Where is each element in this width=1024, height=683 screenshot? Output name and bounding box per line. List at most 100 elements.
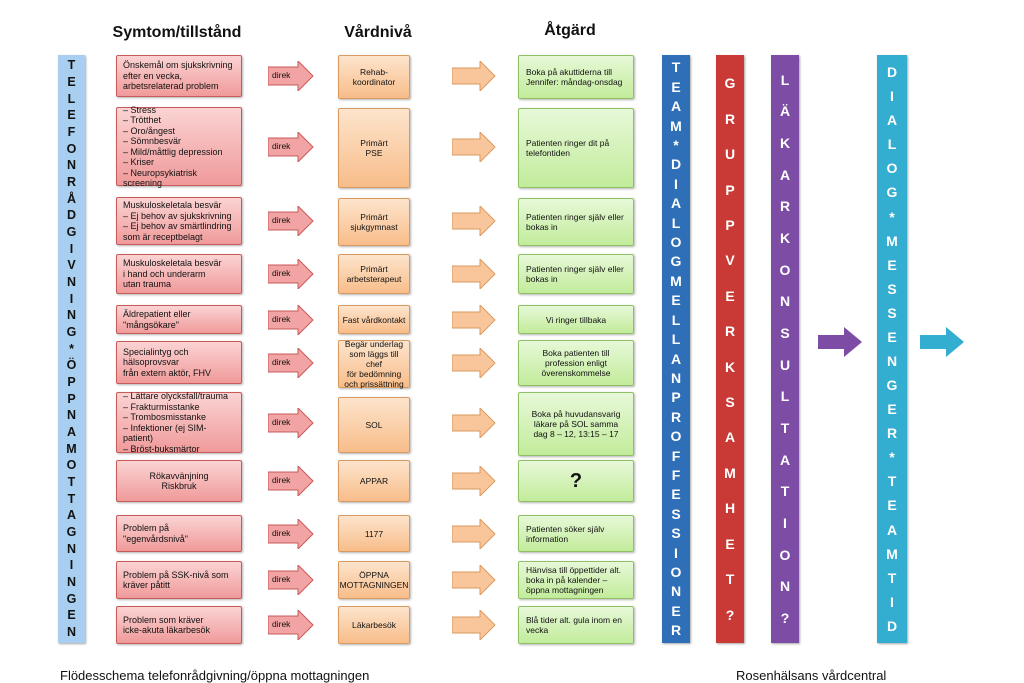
bar-letter: F xyxy=(671,466,681,483)
bar-letter: A xyxy=(724,429,736,446)
bar-letter: N xyxy=(66,408,77,423)
bar-letter: G xyxy=(66,324,77,339)
bar-letter: T xyxy=(887,473,897,490)
action-box: Boka på huvudansvarig läkare på SOL samm… xyxy=(518,392,634,456)
bar-letter: * xyxy=(889,449,895,466)
bar-letter: Å xyxy=(66,191,77,206)
care-level-box: SOL xyxy=(338,397,410,453)
symptom-line: – Ej behov av sjukskrivning xyxy=(123,210,232,221)
bar-letter: U xyxy=(724,146,736,163)
bar-letter: V xyxy=(725,252,735,269)
bar-letter: F xyxy=(67,124,76,139)
bar-letter: M xyxy=(724,464,736,481)
direct-arrow: direk xyxy=(268,565,314,595)
care-level-box: Läkarbesök xyxy=(338,606,410,644)
bar-letter: V xyxy=(67,258,76,273)
bar-letter: G xyxy=(66,224,77,239)
bar-letter: K xyxy=(779,135,791,152)
bar-letter: P xyxy=(671,389,681,406)
bar-letter: A xyxy=(779,451,791,468)
bar-letter: E xyxy=(725,535,735,552)
symptom-line: – Bröst-buksmärtor xyxy=(123,443,200,454)
symptom-line: Önskemål om sjukskrivning xyxy=(123,60,233,71)
bar-letter: S xyxy=(780,325,790,342)
bar-letter: N xyxy=(779,293,791,310)
direct-label: direk xyxy=(272,356,291,367)
bar-letter: M xyxy=(670,272,682,289)
symptom-line: Muskuloskeletala besvär xyxy=(123,258,222,269)
bar-letter: T xyxy=(67,58,76,73)
direct-arrow: direk xyxy=(268,518,314,549)
symptom-line: som är receptbelagt xyxy=(123,231,203,242)
bar-letter: N xyxy=(886,353,898,370)
bar-letter: T xyxy=(725,571,735,588)
arrow-icon xyxy=(451,406,496,439)
direct-label: direk xyxy=(272,574,291,584)
direct-label: direk xyxy=(272,268,291,278)
symptom-line: kräver påtitt xyxy=(123,580,171,590)
care-level-box: ÖPPNA MOTTAGNINGEN xyxy=(338,561,410,599)
action-box: ? xyxy=(518,460,634,502)
bar-letter: O xyxy=(779,261,791,278)
symptom-line: – Ej behov av smärtlindring xyxy=(123,221,232,231)
bar-letter: R xyxy=(886,425,898,442)
action-box: Vi ringer tillbaka xyxy=(518,305,634,334)
bar-letter: E xyxy=(67,608,76,623)
bar-letter: U xyxy=(779,356,791,373)
bar-letter: O xyxy=(66,141,77,156)
bar-letter: E xyxy=(887,401,897,418)
bar-letter: F xyxy=(671,447,681,464)
bar-letter: S xyxy=(671,525,681,542)
header-symptom: Symtom/tillstånd xyxy=(112,24,242,41)
arrow-icon xyxy=(451,303,496,336)
bar-letter: N xyxy=(66,625,77,640)
bar-letter: S xyxy=(887,280,897,297)
bar-letter: T xyxy=(780,420,790,437)
direct-label: direk xyxy=(272,527,291,538)
bar-letter: L xyxy=(780,71,790,88)
symptom-line: Problem på SSK-nivå som xyxy=(123,569,229,580)
bar-letter: G xyxy=(66,591,77,606)
bar-letter: ? xyxy=(780,610,790,627)
bar-letter: M xyxy=(66,441,77,456)
bar-letter: L xyxy=(671,214,681,231)
bar-letter: E xyxy=(725,287,735,304)
arrow-icon xyxy=(451,517,496,550)
bar-letter: A xyxy=(670,350,682,367)
symptom-line: utan trauma xyxy=(123,279,172,290)
footer-right: Rosenhälsans vårdcentral xyxy=(736,668,887,683)
bar-letter: D xyxy=(670,156,682,173)
bar-letter: E xyxy=(887,256,897,273)
bar-letter: R xyxy=(724,323,736,340)
symptom-line: från extern aktör, FHV xyxy=(123,367,212,378)
symptom-box: Äldrepatient eller"mångsökare" xyxy=(116,305,242,334)
bar-letter: S xyxy=(887,304,897,321)
bar-letter: I xyxy=(69,241,74,256)
bar-letter: N xyxy=(66,308,77,323)
symptom-line: – Mild/måttlig depression xyxy=(123,146,223,157)
bar-letter: T xyxy=(671,59,681,76)
action-box: Boka patienten till profession enligt öv… xyxy=(518,340,634,386)
header-level: Vårdnivå xyxy=(344,24,412,41)
care-level-box: 1177 xyxy=(338,515,410,552)
bar-letter: * xyxy=(889,208,895,225)
bar-letter: A xyxy=(66,508,77,523)
bar-letter: I xyxy=(674,175,678,192)
teal-arrow-icon xyxy=(920,327,964,357)
direct-label: direk xyxy=(272,313,291,324)
bar-letter: H xyxy=(724,500,736,517)
arrow-icon xyxy=(451,464,496,498)
bar-letter: E xyxy=(671,486,681,503)
bar-letter: P xyxy=(725,217,735,234)
bar-letter: S xyxy=(671,505,681,522)
bar-letter: N xyxy=(66,158,77,173)
bar-letter: L xyxy=(887,136,897,153)
bar-letter: I xyxy=(674,544,678,561)
direct-arrow: direk xyxy=(268,131,314,162)
bar-letter: N xyxy=(670,369,682,386)
symptom-line: – Trombosmisstanke xyxy=(123,412,207,422)
bar-letter: L xyxy=(671,311,681,328)
bar-letter: T xyxy=(67,491,76,506)
